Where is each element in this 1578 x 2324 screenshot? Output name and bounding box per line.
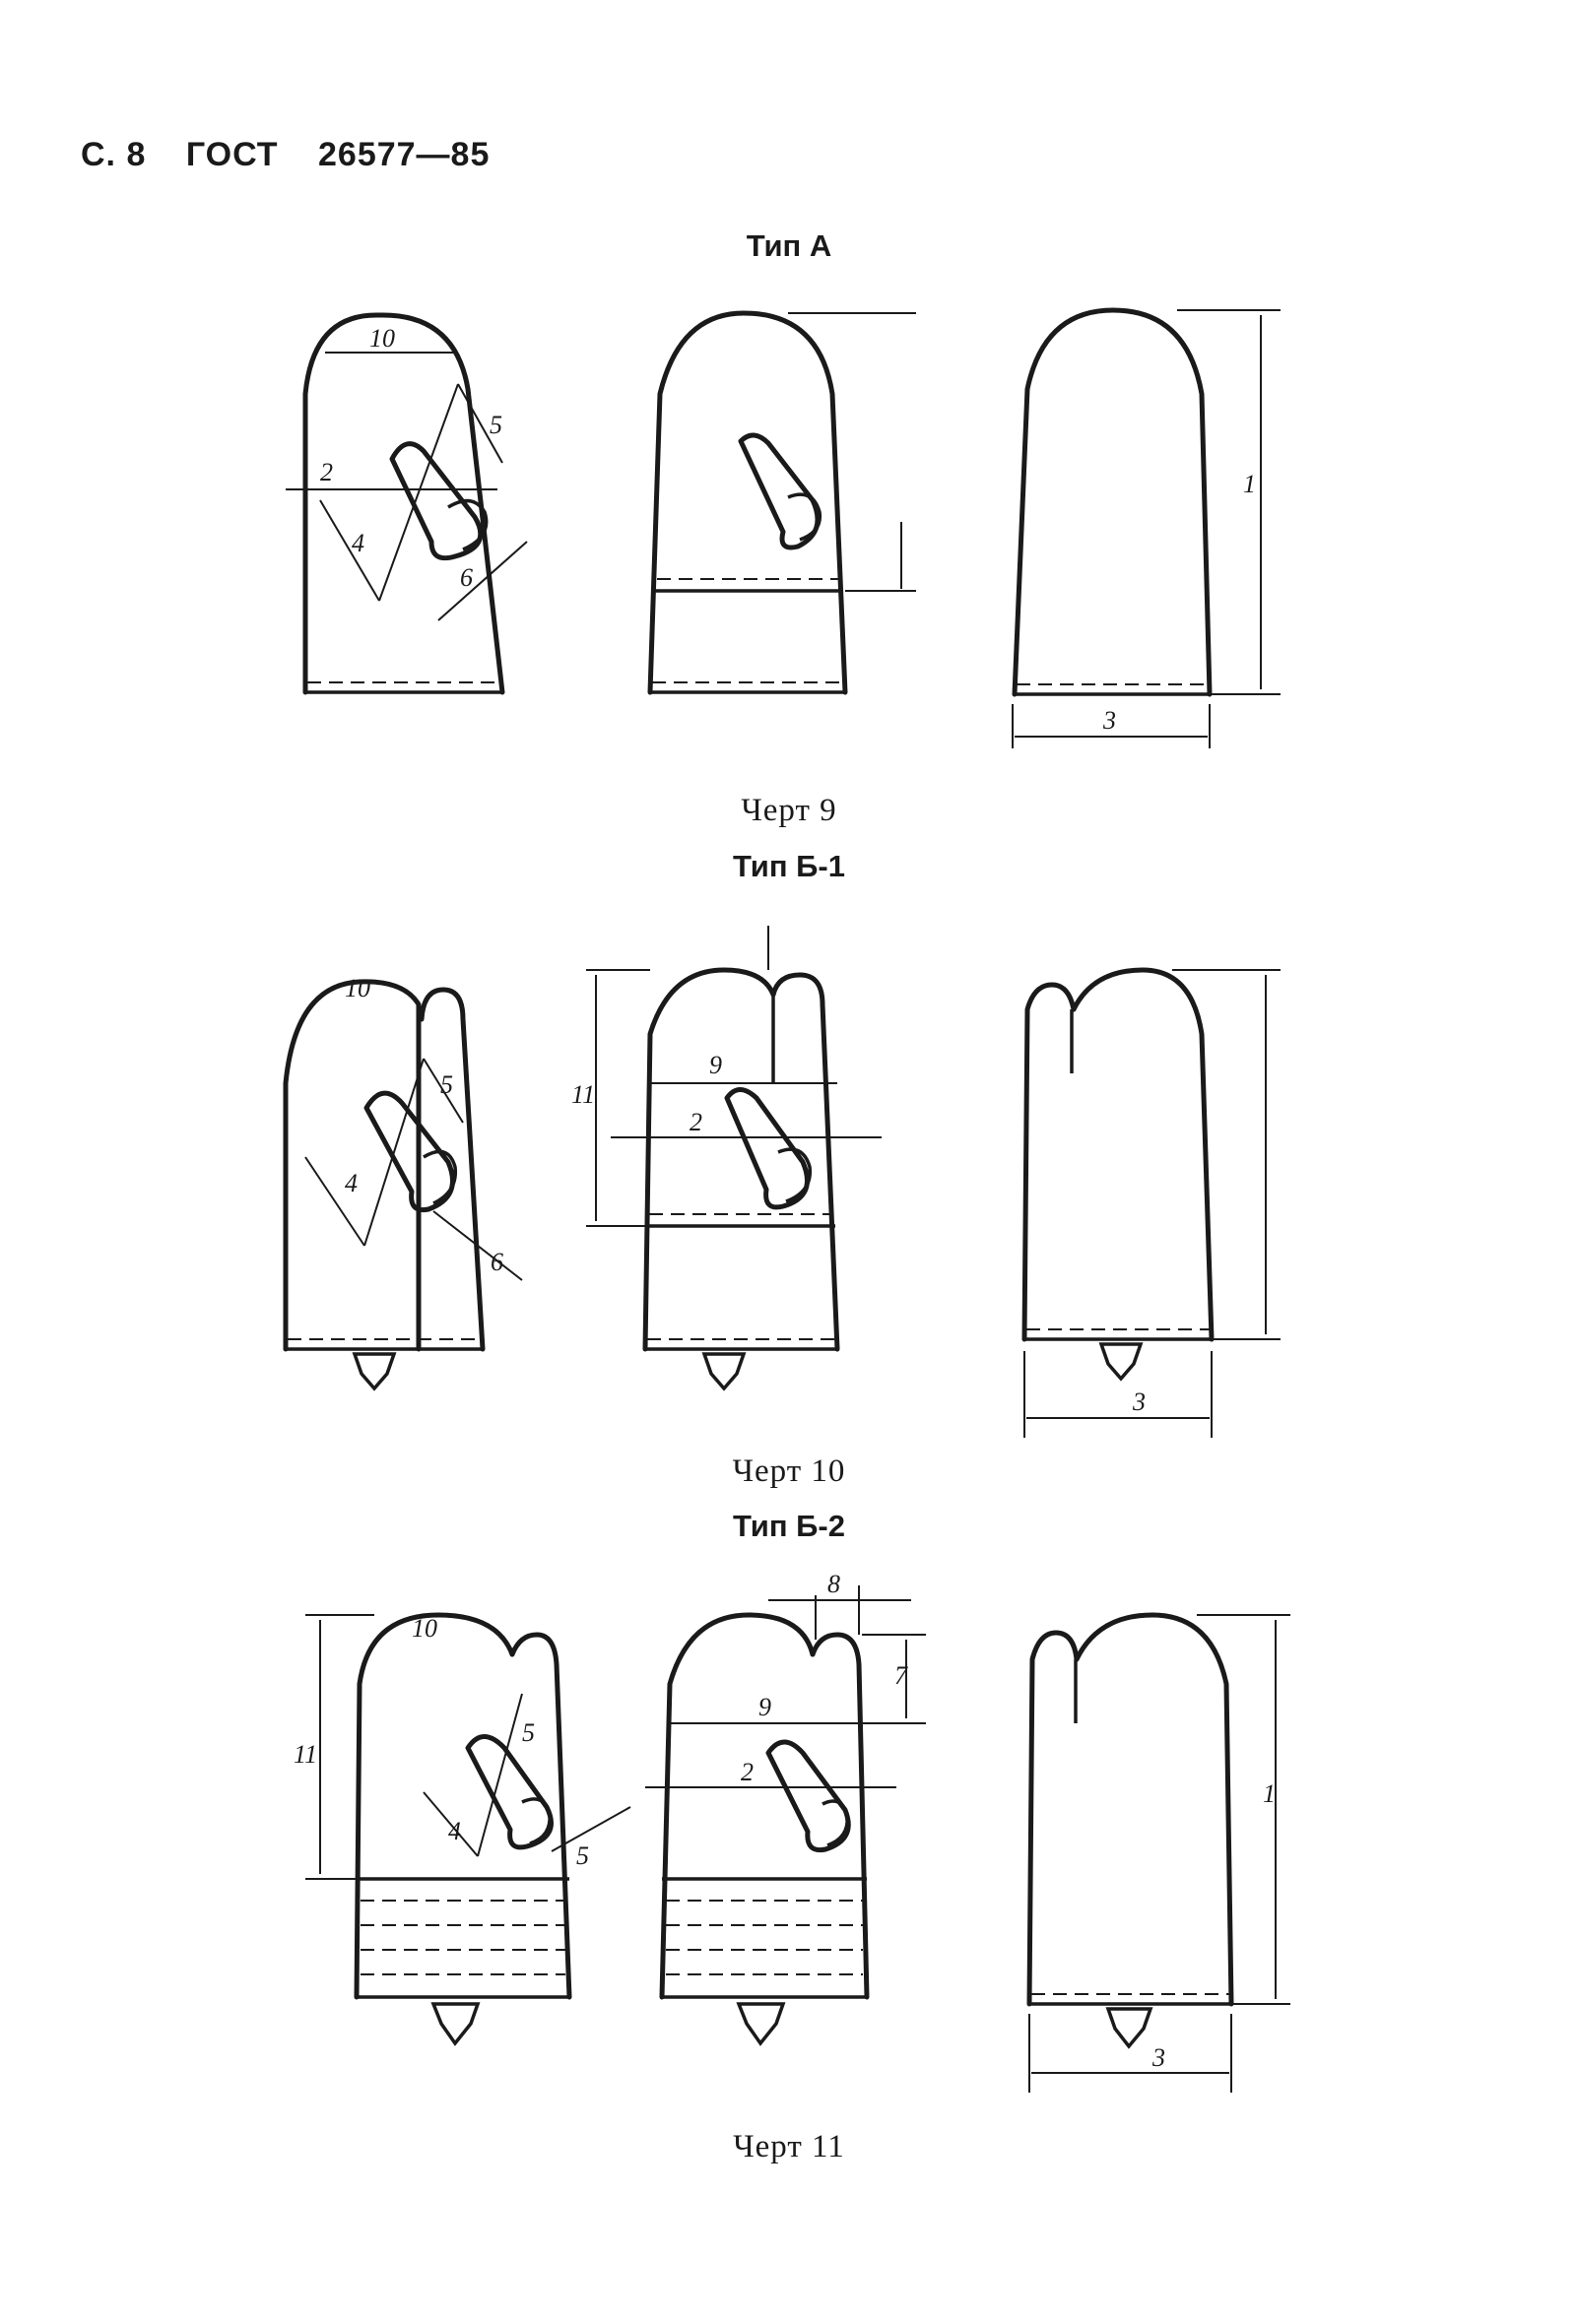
type-b2-mitten-side <box>1026 1612 1290 2093</box>
dim-b1-9: 9 <box>709 1051 722 1079</box>
standard-number: 26577—85 <box>318 136 491 173</box>
type-b2-mitten-front <box>305 1612 631 2046</box>
standard-label: ГОСТ <box>185 136 279 173</box>
dim-b2-9: 9 <box>758 1693 771 1721</box>
dim-b2-8: 8 <box>827 1570 840 1598</box>
dim-a-2: 2 <box>320 458 333 486</box>
dim-b2-3: 3 <box>1151 2043 1165 2072</box>
type-a-mitten-front <box>286 312 528 695</box>
dim-a-1: 1 <box>1243 470 1256 498</box>
dim-b1-11: 11 <box>571 1080 595 1109</box>
page-number: С. 8 <box>81 136 147 173</box>
dim-b1-5: 5 <box>440 1070 453 1099</box>
dim-b1-4: 4 <box>345 1169 358 1197</box>
dim-a-4: 4 <box>352 529 364 557</box>
dim-a-10: 10 <box>369 324 395 353</box>
dim-b1-6: 6 <box>491 1248 503 1276</box>
type-b2-title: Тип Б-2 <box>733 1509 845 1543</box>
page-header: С. 8 ГОСТ 26577—85 <box>81 136 519 174</box>
type-b1-mitten-back <box>586 926 882 1391</box>
figure-10-caption: Черт 10 <box>732 1453 846 1489</box>
dim-b2-1: 1 <box>1263 1779 1276 1808</box>
figure-9-caption: Черт 9 <box>741 793 837 828</box>
dim-b1-2: 2 <box>690 1108 702 1136</box>
type-b1-mitten-front <box>283 979 523 1391</box>
type-a-mitten-back <box>647 310 916 695</box>
dim-b2-5a: 5 <box>522 1718 535 1747</box>
dim-b1-3: 3 <box>1132 1388 1146 1416</box>
type-a-mitten-side <box>1012 307 1281 748</box>
dim-b2-7: 7 <box>894 1661 908 1690</box>
type-b2-mitten-back <box>645 1585 926 2046</box>
dim-b2-10: 10 <box>412 1614 437 1643</box>
type-b1-title: Тип Б-1 <box>733 849 845 883</box>
dim-b2-11: 11 <box>294 1740 317 1769</box>
figure-11-caption: Черт 11 <box>733 2129 845 2164</box>
dim-b2-5b: 5 <box>576 1841 589 1870</box>
dim-a-5: 5 <box>490 411 502 439</box>
dim-b1-10: 10 <box>345 974 370 1002</box>
dim-a-6: 6 <box>460 563 473 592</box>
dim-a-3: 3 <box>1102 706 1116 735</box>
type-a-title: Тип А <box>746 228 832 263</box>
dim-b2-2: 2 <box>741 1758 754 1786</box>
dim-b2-4: 4 <box>448 1817 461 1845</box>
type-b1-mitten-side <box>1021 967 1281 1438</box>
